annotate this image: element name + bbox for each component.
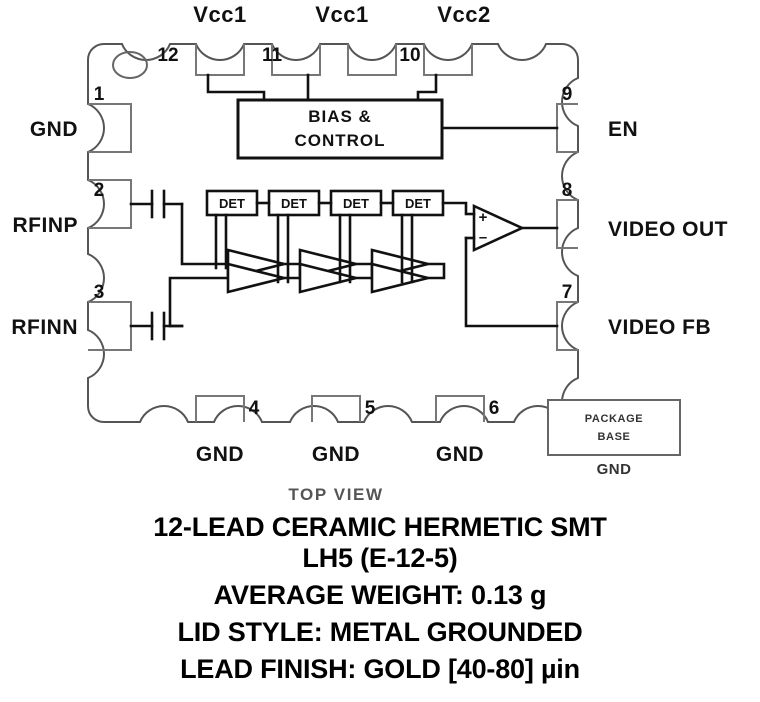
- pin-label-rfinn: RFINN: [11, 316, 78, 339]
- package-body-outline: [87, 43, 579, 423]
- det-label-1: DET: [219, 196, 245, 211]
- det-label-2: DET: [281, 196, 307, 211]
- package-base: PACKAGE BASE GND: [547, 399, 681, 478]
- pin-number-6: 6: [489, 398, 500, 419]
- pin1-indicator-circle: [112, 51, 148, 79]
- pin-labels: Vcc1 Vcc1 Vcc2 GND RFINP RFINN GND GND G…: [11, 2, 728, 466]
- package-base-label-line2: BASE: [598, 431, 631, 443]
- pin-number-1: 1: [94, 84, 105, 105]
- top-view-label: TOP VIEW: [288, 485, 383, 504]
- caption-line-4: LID STYLE: METAL GROUNDED: [177, 617, 583, 647]
- caption-line-5: LEAD FINISH: GOLD [40-80] µin: [180, 654, 580, 684]
- pin-numbers: 12 11 10 1 2 3 4 5 6 9 8 7: [94, 45, 573, 419]
- package-base-gnd-label: GND: [597, 461, 632, 478]
- pin-label-gnd-5: GND: [312, 443, 360, 466]
- pin-label-gnd-6: GND: [436, 443, 484, 466]
- pin-number-9: 9: [562, 84, 573, 105]
- opamp-plus-label: +: [479, 209, 488, 226]
- vcc-wiring: [206, 73, 438, 102]
- det-block-1: [205, 189, 259, 217]
- video-fb-wire: [464, 236, 559, 328]
- caption-line-2: LH5 (E-12-5): [302, 543, 458, 573]
- pin-number-11: 11: [262, 45, 283, 66]
- pin-number-12: 12: [157, 45, 178, 66]
- pin-label-gnd-1: GND: [30, 118, 78, 141]
- pin-number-8: 8: [562, 180, 573, 201]
- pin-label-vcc1-b: Vcc1: [315, 2, 368, 27]
- left-pads: [88, 103, 132, 351]
- caption-line-3: AVERAGE WEIGHT: 0.13 g: [213, 580, 547, 610]
- pin-number-2: 2: [94, 180, 105, 201]
- det-label-3: DET: [343, 196, 369, 211]
- det-label-4: DET: [405, 196, 431, 211]
- pin-label-vcc2: Vcc2: [437, 2, 490, 27]
- package-base-label-line1: PACKAGE: [585, 413, 643, 425]
- opamp-minus-label: –: [479, 229, 487, 246]
- output-opamp: + –: [441, 201, 559, 328]
- pin-number-7: 7: [562, 282, 573, 303]
- pin-label-en: EN: [608, 118, 638, 141]
- pin-number-4: 4: [249, 398, 260, 419]
- pin-label-rfinp: RFINP: [13, 214, 79, 237]
- right-pads: [556, 103, 578, 351]
- bias-control-label-line1: BIAS &: [308, 107, 372, 126]
- top-pads: [195, 44, 473, 76]
- pin-label-vcc1-a: Vcc1: [193, 2, 246, 27]
- pin-number-5: 5: [365, 398, 376, 419]
- detector-blocks: DET DET DET DET: [205, 189, 445, 284]
- pin-label-gnd-4: GND: [196, 443, 244, 466]
- bottom-pads: [195, 395, 485, 422]
- det-block-4: [391, 189, 445, 217]
- input-coupling-capacitors: [129, 189, 230, 341]
- pin-label-video-out: VIDEO OUT: [608, 218, 728, 241]
- amplifier-chain: [226, 248, 446, 294]
- bias-control-label-line2: CONTROL: [294, 131, 385, 150]
- caption-line-1: 12-LEAD CERAMIC HERMETIC SMT: [153, 512, 607, 542]
- pin-label-video-fb: VIDEO FB: [608, 316, 711, 339]
- package-caption: 12-LEAD CERAMIC HERMETIC SMT LH5 (E-12-5…: [0, 512, 760, 685]
- bias-control-block: BIAS & CONTROL: [236, 98, 559, 160]
- pin-number-10: 10: [399, 45, 420, 66]
- pin-number-3: 3: [94, 282, 105, 303]
